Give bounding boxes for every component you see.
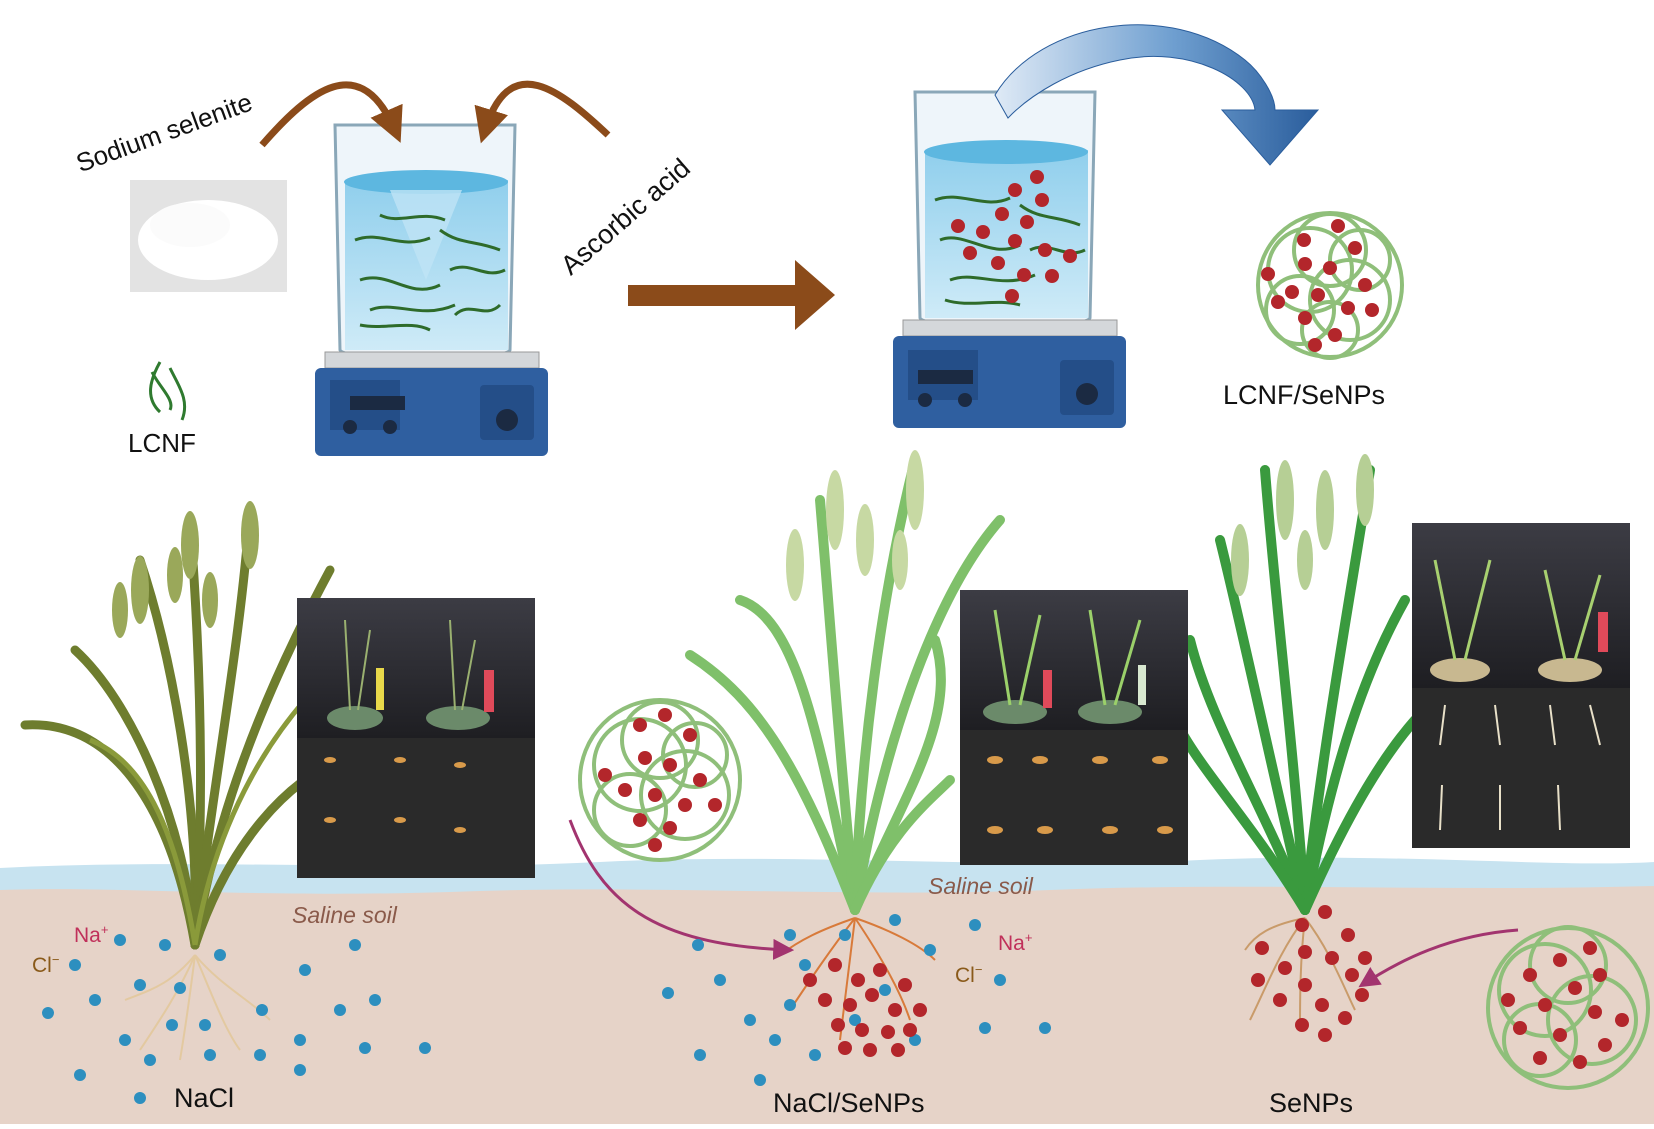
fiber-icon: [149, 361, 187, 421]
nacl-senps-treatment-label: NaCl/SeNPs: [773, 1088, 925, 1118]
senp-cluster: [803, 958, 927, 1057]
wheat-plant-icon: [1170, 454, 1420, 1031]
brown-process-arrow: [628, 260, 835, 330]
photo-panel: [960, 590, 1188, 865]
cl-ion-symbol: Cl: [955, 964, 975, 987]
brown-arrow-left: [259, 81, 403, 148]
na-ion-cluster: [662, 914, 1051, 1086]
cl-ion-charge: −: [974, 962, 983, 977]
lcnf-label: LCNF: [128, 428, 196, 458]
photo-panel: [297, 598, 535, 878]
na-ion-charge: +: [100, 922, 109, 937]
cl-ion-label: Cl−: [32, 952, 59, 978]
nanocomposite-icon: [1256, 211, 1404, 360]
magenta-arrow: [568, 819, 795, 960]
cl-ion-label: Cl−: [955, 962, 982, 988]
brown-arrow-right: [474, 80, 611, 144]
blue-curved-arrow: [994, 24, 1320, 166]
senps-treatment-label: SeNPs: [1269, 1088, 1354, 1118]
cl-ion-symbol: Cl: [32, 954, 52, 977]
nanocomposite-icon: [578, 698, 742, 862]
beaker-left: [333, 123, 517, 361]
stirrer-left: [315, 351, 548, 456]
senp-cluster: [1251, 905, 1372, 1042]
saline-soil-label: Saline soil: [292, 902, 397, 928]
na-ion-cluster: [42, 934, 431, 1104]
photo-panel: [1412, 523, 1630, 848]
na-ion-label: Na+: [74, 922, 108, 948]
stirrer-right: [893, 319, 1126, 428]
beaker-right: [913, 90, 1097, 329]
powder-icon: [130, 180, 287, 292]
na-ion-label: Na+: [998, 930, 1032, 956]
na-ion-symbol: Na: [74, 924, 101, 947]
saline-soil-label: Saline soil: [928, 873, 1033, 899]
na-ion-symbol: Na: [998, 932, 1025, 955]
magenta-arrow: [1358, 928, 1519, 988]
nacl-treatment-label: NaCl: [174, 1083, 235, 1113]
lcnf-senps-label: LCNF/SeNPs: [1223, 380, 1386, 410]
nanocomposite-icon: [1486, 925, 1650, 1090]
cl-ion-charge: −: [51, 952, 60, 967]
wheat-plant-icon: [685, 450, 1005, 1041]
na-ion-charge: +: [1024, 930, 1033, 945]
